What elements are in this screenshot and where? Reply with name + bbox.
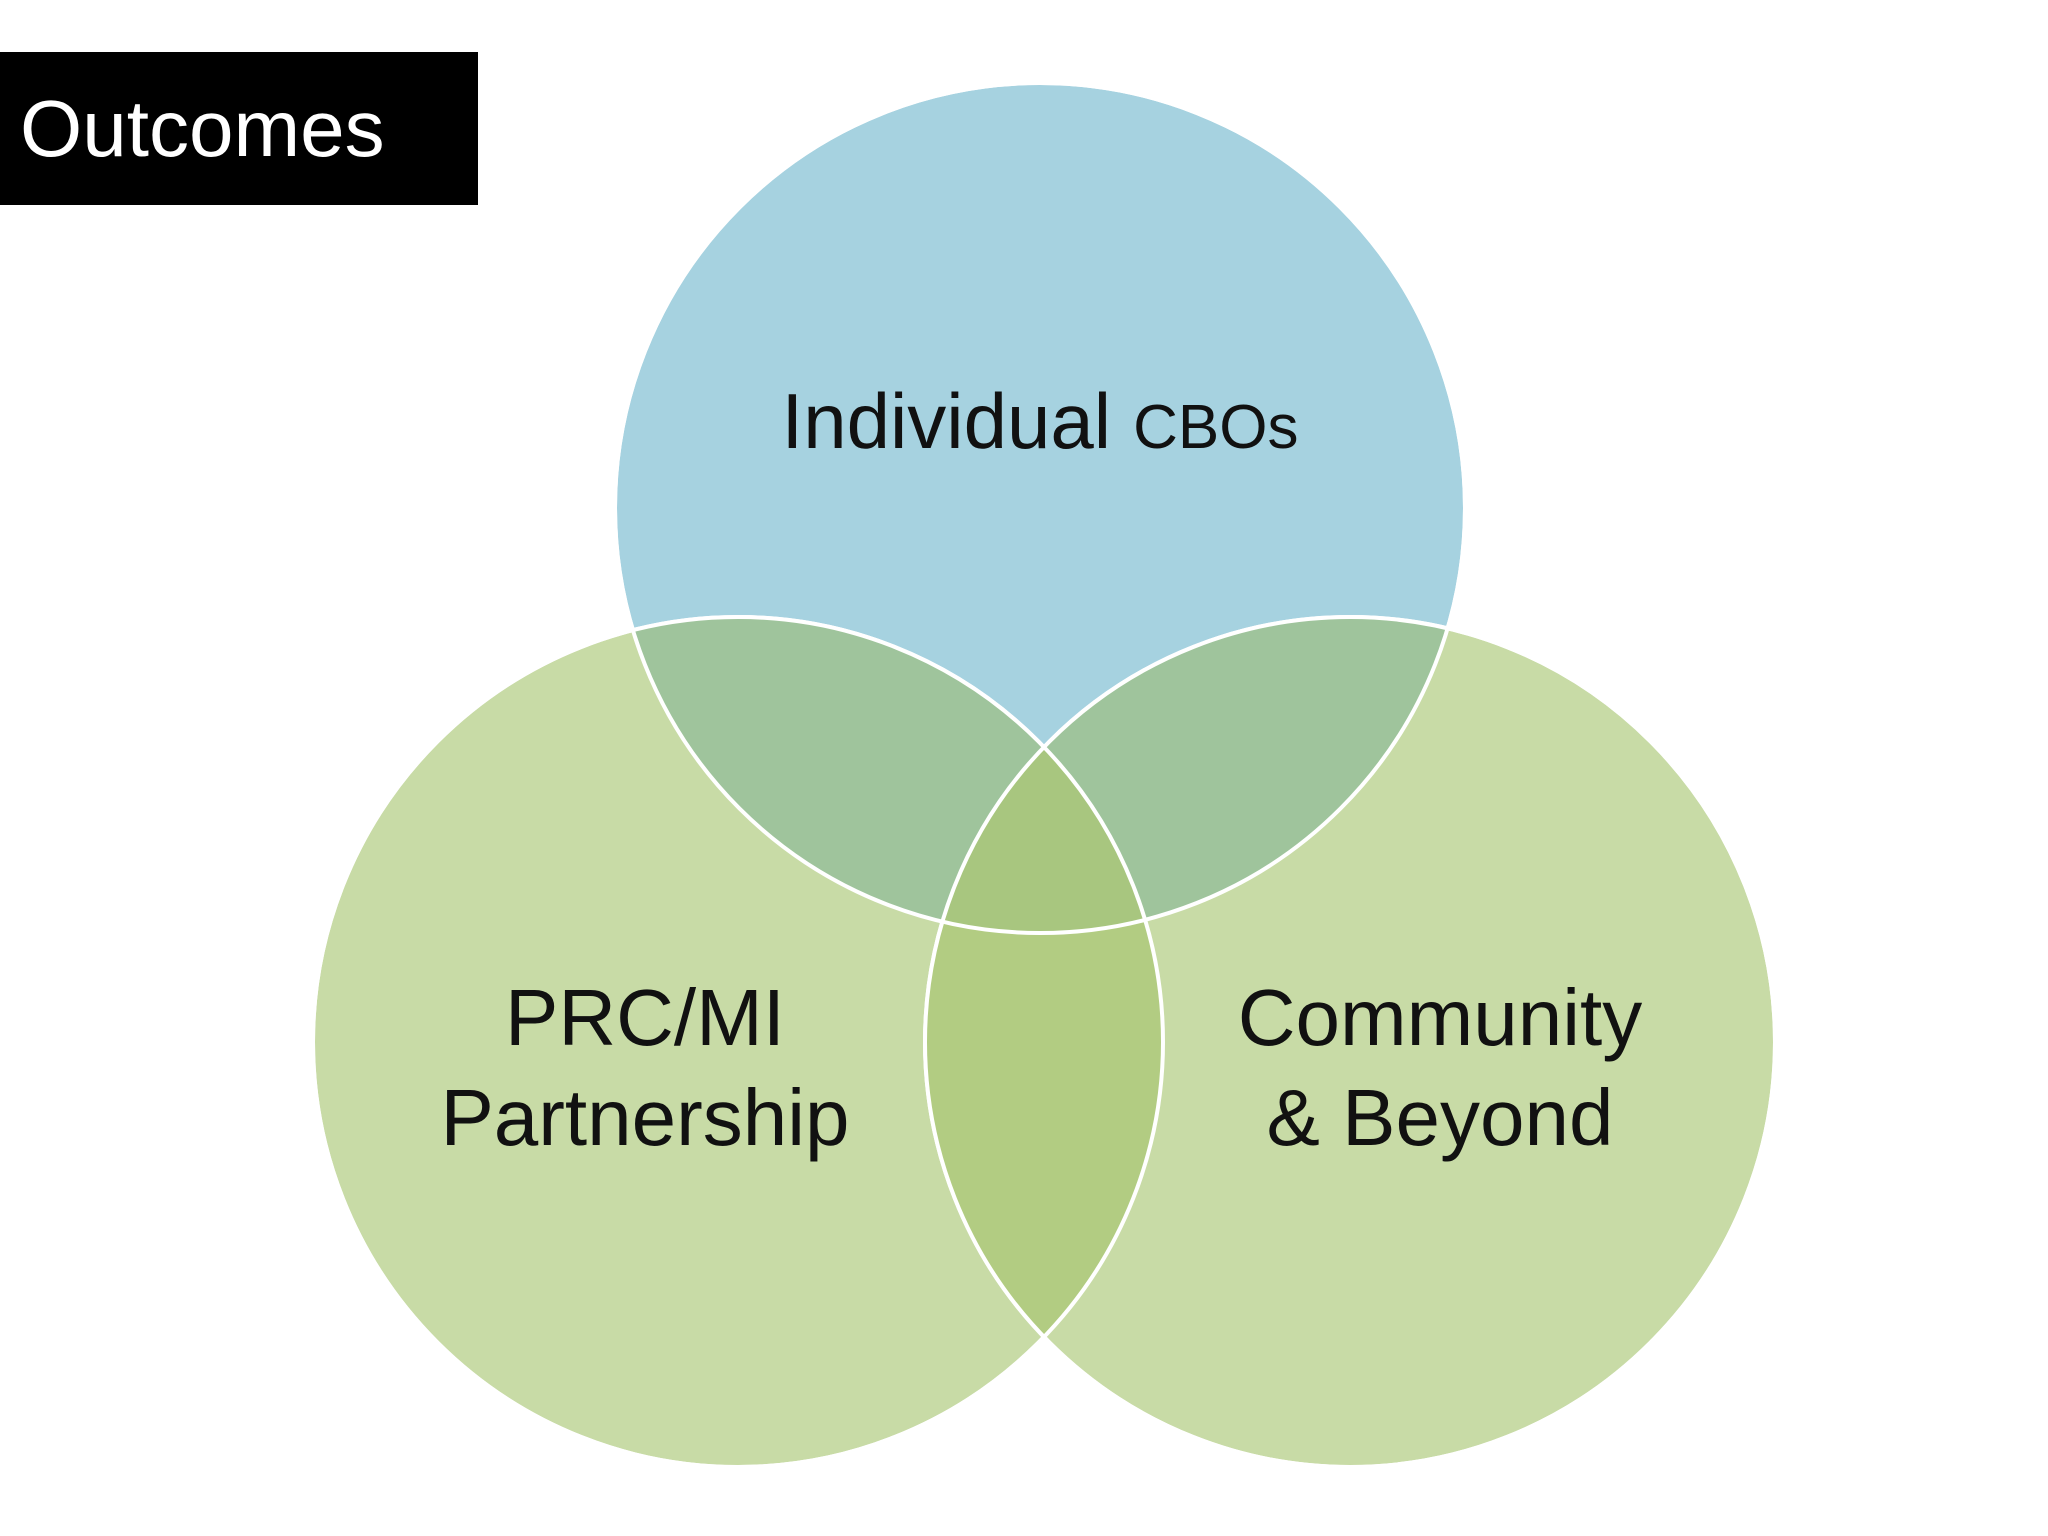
- venn-outline-left: [311, 615, 1165, 1469]
- venn-outline-right: [923, 615, 1777, 1469]
- venn-label-left-line2: Partnership: [440, 1073, 849, 1162]
- venn-label-top-main: Individual: [782, 377, 1112, 465]
- venn-label-right-line2: & Beyond: [1267, 1073, 1614, 1162]
- venn-label-top: Individual CBOs: [782, 377, 1299, 465]
- venn-overlap-top-left: [615, 617, 1163, 933]
- venn-overlap-top-right: [925, 617, 1465, 933]
- venn-label-left-line1: PRC/MI: [505, 973, 785, 1062]
- slide-title: Outcomes: [0, 52, 478, 205]
- venn-label-right-line1: Community: [1238, 973, 1643, 1062]
- venn-label-top-small: CBOs: [1133, 393, 1298, 462]
- venn-outline-top: [613, 81, 1467, 935]
